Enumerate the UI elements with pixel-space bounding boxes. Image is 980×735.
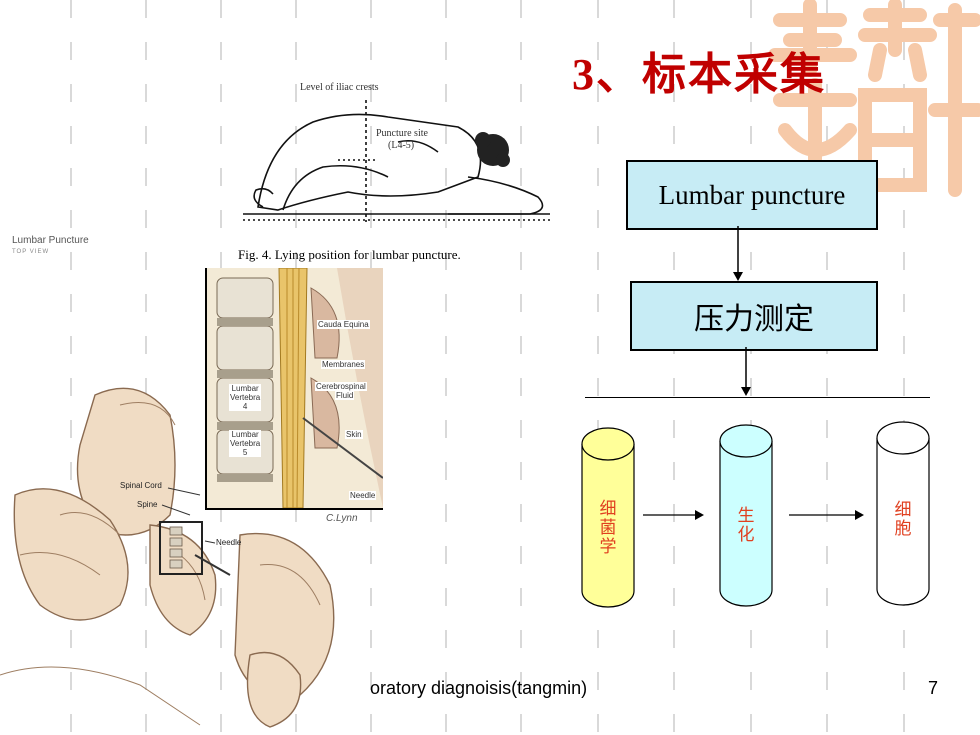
puncture-level-label: (L4-5)	[388, 140, 415, 151]
tube-biochemistry-label: 生化	[737, 506, 755, 544]
needle-label: Needle	[216, 538, 242, 547]
lumbar-puncture-box: Lumbar puncture	[626, 160, 878, 230]
lying-position-drawing	[243, 100, 550, 222]
illustration-subtitle: TOP VIEW	[12, 249, 50, 255]
csf-label-2: Fluid	[335, 391, 355, 400]
decorative-seal-watermark	[768, 0, 980, 197]
footer-text: oratory diagnoisis(tangmin)	[370, 678, 588, 698]
arrow-2	[741, 347, 751, 396]
puncture-site-label: Puncture site	[376, 128, 428, 139]
lying-position-illustration: Level of iliac crests Puncture site (L4-…	[238, 82, 556, 227]
arrow-4	[789, 510, 864, 520]
spine-label: Spine	[137, 500, 158, 509]
tube-biochemistry	[719, 424, 773, 607]
inset-needle-label: Needle	[349, 491, 377, 500]
divider-line	[585, 397, 930, 398]
page-number: 7	[928, 678, 939, 698]
membranes-label: Membranes	[321, 360, 366, 369]
spinal-cord-label: Spinal Cord	[120, 481, 162, 490]
seated-patient-illustration	[0, 387, 335, 728]
arrow-3	[643, 510, 704, 520]
artist-signature: C.Lynn	[326, 513, 358, 524]
tube-bacteriology	[581, 427, 635, 608]
figure-caption: Fig. 4. Lying position for lumbar punctu…	[238, 247, 461, 262]
tube-cytology	[876, 421, 930, 606]
tube-bacteriology-label: 细菌学	[599, 499, 617, 556]
skin-label: Skin	[345, 430, 363, 439]
pressure-measurement-box: 压力测定	[630, 281, 878, 351]
spine-cross-section-inset: Cauda Equina Membranes Cerebrospinal Flu…	[205, 268, 383, 510]
arrow-1	[733, 226, 743, 281]
iliac-crest-label: Level of iliac crests	[300, 82, 379, 93]
slide-title: 3、标本采集	[572, 50, 826, 99]
cauda-equina-label: Cauda Equina	[317, 320, 370, 329]
tube-cytology-label: 细胞	[894, 500, 912, 538]
csf-label-1: Cerebrospinal	[315, 382, 367, 391]
illustration-title: Lumbar Puncture	[12, 235, 89, 246]
